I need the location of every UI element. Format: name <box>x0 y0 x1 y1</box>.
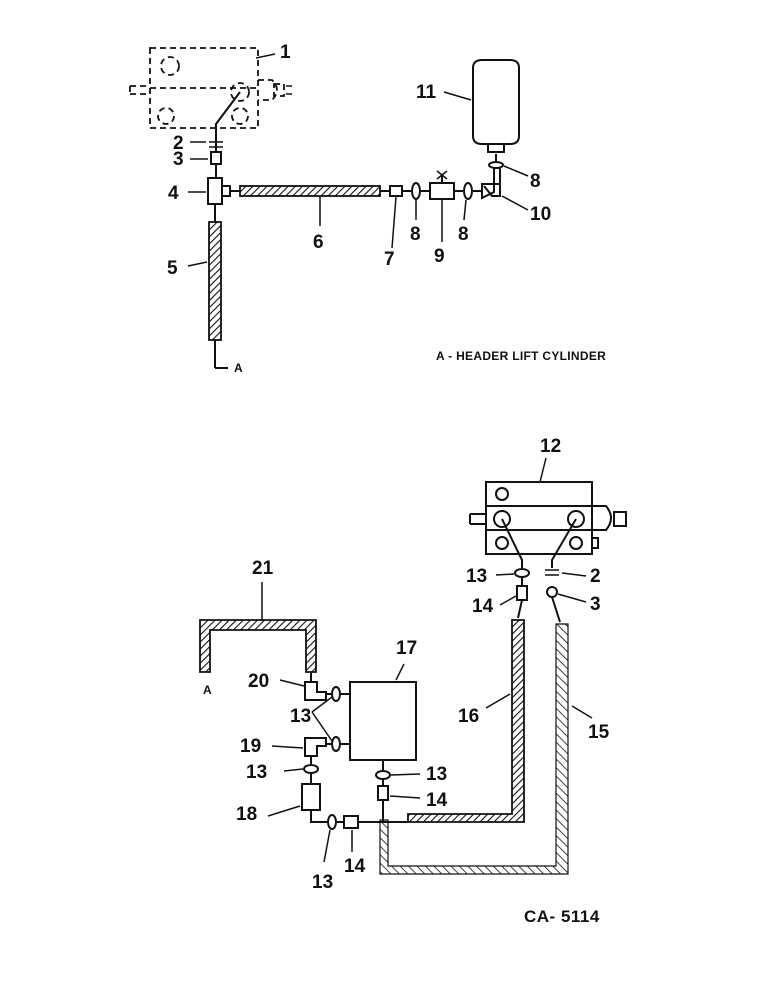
label-15: 15 <box>588 722 610 743</box>
o-ring-13-top <box>514 568 530 578</box>
control-valve-top <box>129 47 292 129</box>
valve-block-17 <box>349 681 417 761</box>
label-7: 7 <box>384 249 395 270</box>
connector-3-top <box>210 151 222 165</box>
label-5: 5 <box>167 258 178 279</box>
o-ring-8-a <box>411 182 421 200</box>
label-12: 12 <box>540 436 561 457</box>
label-14-right: 14 <box>426 790 448 811</box>
label-13-bottom: 13 <box>312 872 333 893</box>
label-21: 21 <box>252 558 274 579</box>
label-1: 1 <box>280 42 291 63</box>
o-ring-13-lower <box>331 736 341 752</box>
connector-3-bottom <box>546 586 558 598</box>
hose-21 <box>199 619 317 673</box>
label-20: 20 <box>248 671 269 692</box>
label-16: 16 <box>458 706 479 727</box>
label-18: 18 <box>236 804 257 825</box>
label-13-mid: 13 <box>290 706 311 727</box>
label-14-bottom: 14 <box>344 856 366 877</box>
elbow-20 <box>304 681 327 701</box>
label-a-bottom: A <box>203 683 212 697</box>
label-17: 17 <box>396 638 417 659</box>
hose-6 <box>239 185 381 197</box>
tee-4 <box>207 177 223 205</box>
connector-14-right <box>377 785 389 801</box>
label-2-bottom: 2 <box>590 566 601 587</box>
label-3-top: 3 <box>173 149 184 170</box>
connector-14-bottom <box>343 815 359 829</box>
label-4: 4 <box>168 183 179 204</box>
label-9: 9 <box>434 246 445 267</box>
connector-14-top <box>516 585 528 601</box>
label-13-top: 13 <box>466 566 487 587</box>
label-11: 11 <box>416 82 437 103</box>
label-19: 19 <box>240 736 261 757</box>
label-10: 10 <box>530 204 551 225</box>
o-ring-13-right <box>375 770 391 780</box>
label-8-b: 8 <box>458 224 469 245</box>
connector-7 <box>389 185 403 197</box>
accumulator-11 <box>472 59 520 145</box>
control-valve-bottom <box>469 481 627 555</box>
label-13-left: 13 <box>246 762 267 783</box>
o-ring-13-upper <box>331 686 341 702</box>
legend-text: A - HEADER LIFT CYLINDER <box>436 349 606 363</box>
label-a-top: A <box>234 361 243 375</box>
filter-18 <box>301 783 321 811</box>
o-ring-2-bottom <box>545 569 559 576</box>
label-13-right: 13 <box>426 764 447 785</box>
restrictor-valve-9 <box>429 182 455 200</box>
o-ring-8-b <box>463 182 473 200</box>
hose-5 <box>208 221 222 341</box>
o-ring-8-c <box>488 161 504 169</box>
label-3-bottom: 3 <box>590 594 601 615</box>
o-ring-2-top <box>209 141 223 148</box>
elbow-19 <box>304 737 327 757</box>
label-14-top: 14 <box>472 596 494 617</box>
label-2-top: 2 <box>173 133 184 154</box>
drawing-number: CA- 5114 <box>524 907 600 926</box>
label-6: 6 <box>313 232 324 253</box>
label-8-c: 8 <box>530 171 541 192</box>
hose-15 <box>379 623 569 875</box>
o-ring-13-bottom <box>327 814 337 830</box>
label-8-a: 8 <box>410 224 421 245</box>
o-ring-13-left <box>303 764 319 774</box>
